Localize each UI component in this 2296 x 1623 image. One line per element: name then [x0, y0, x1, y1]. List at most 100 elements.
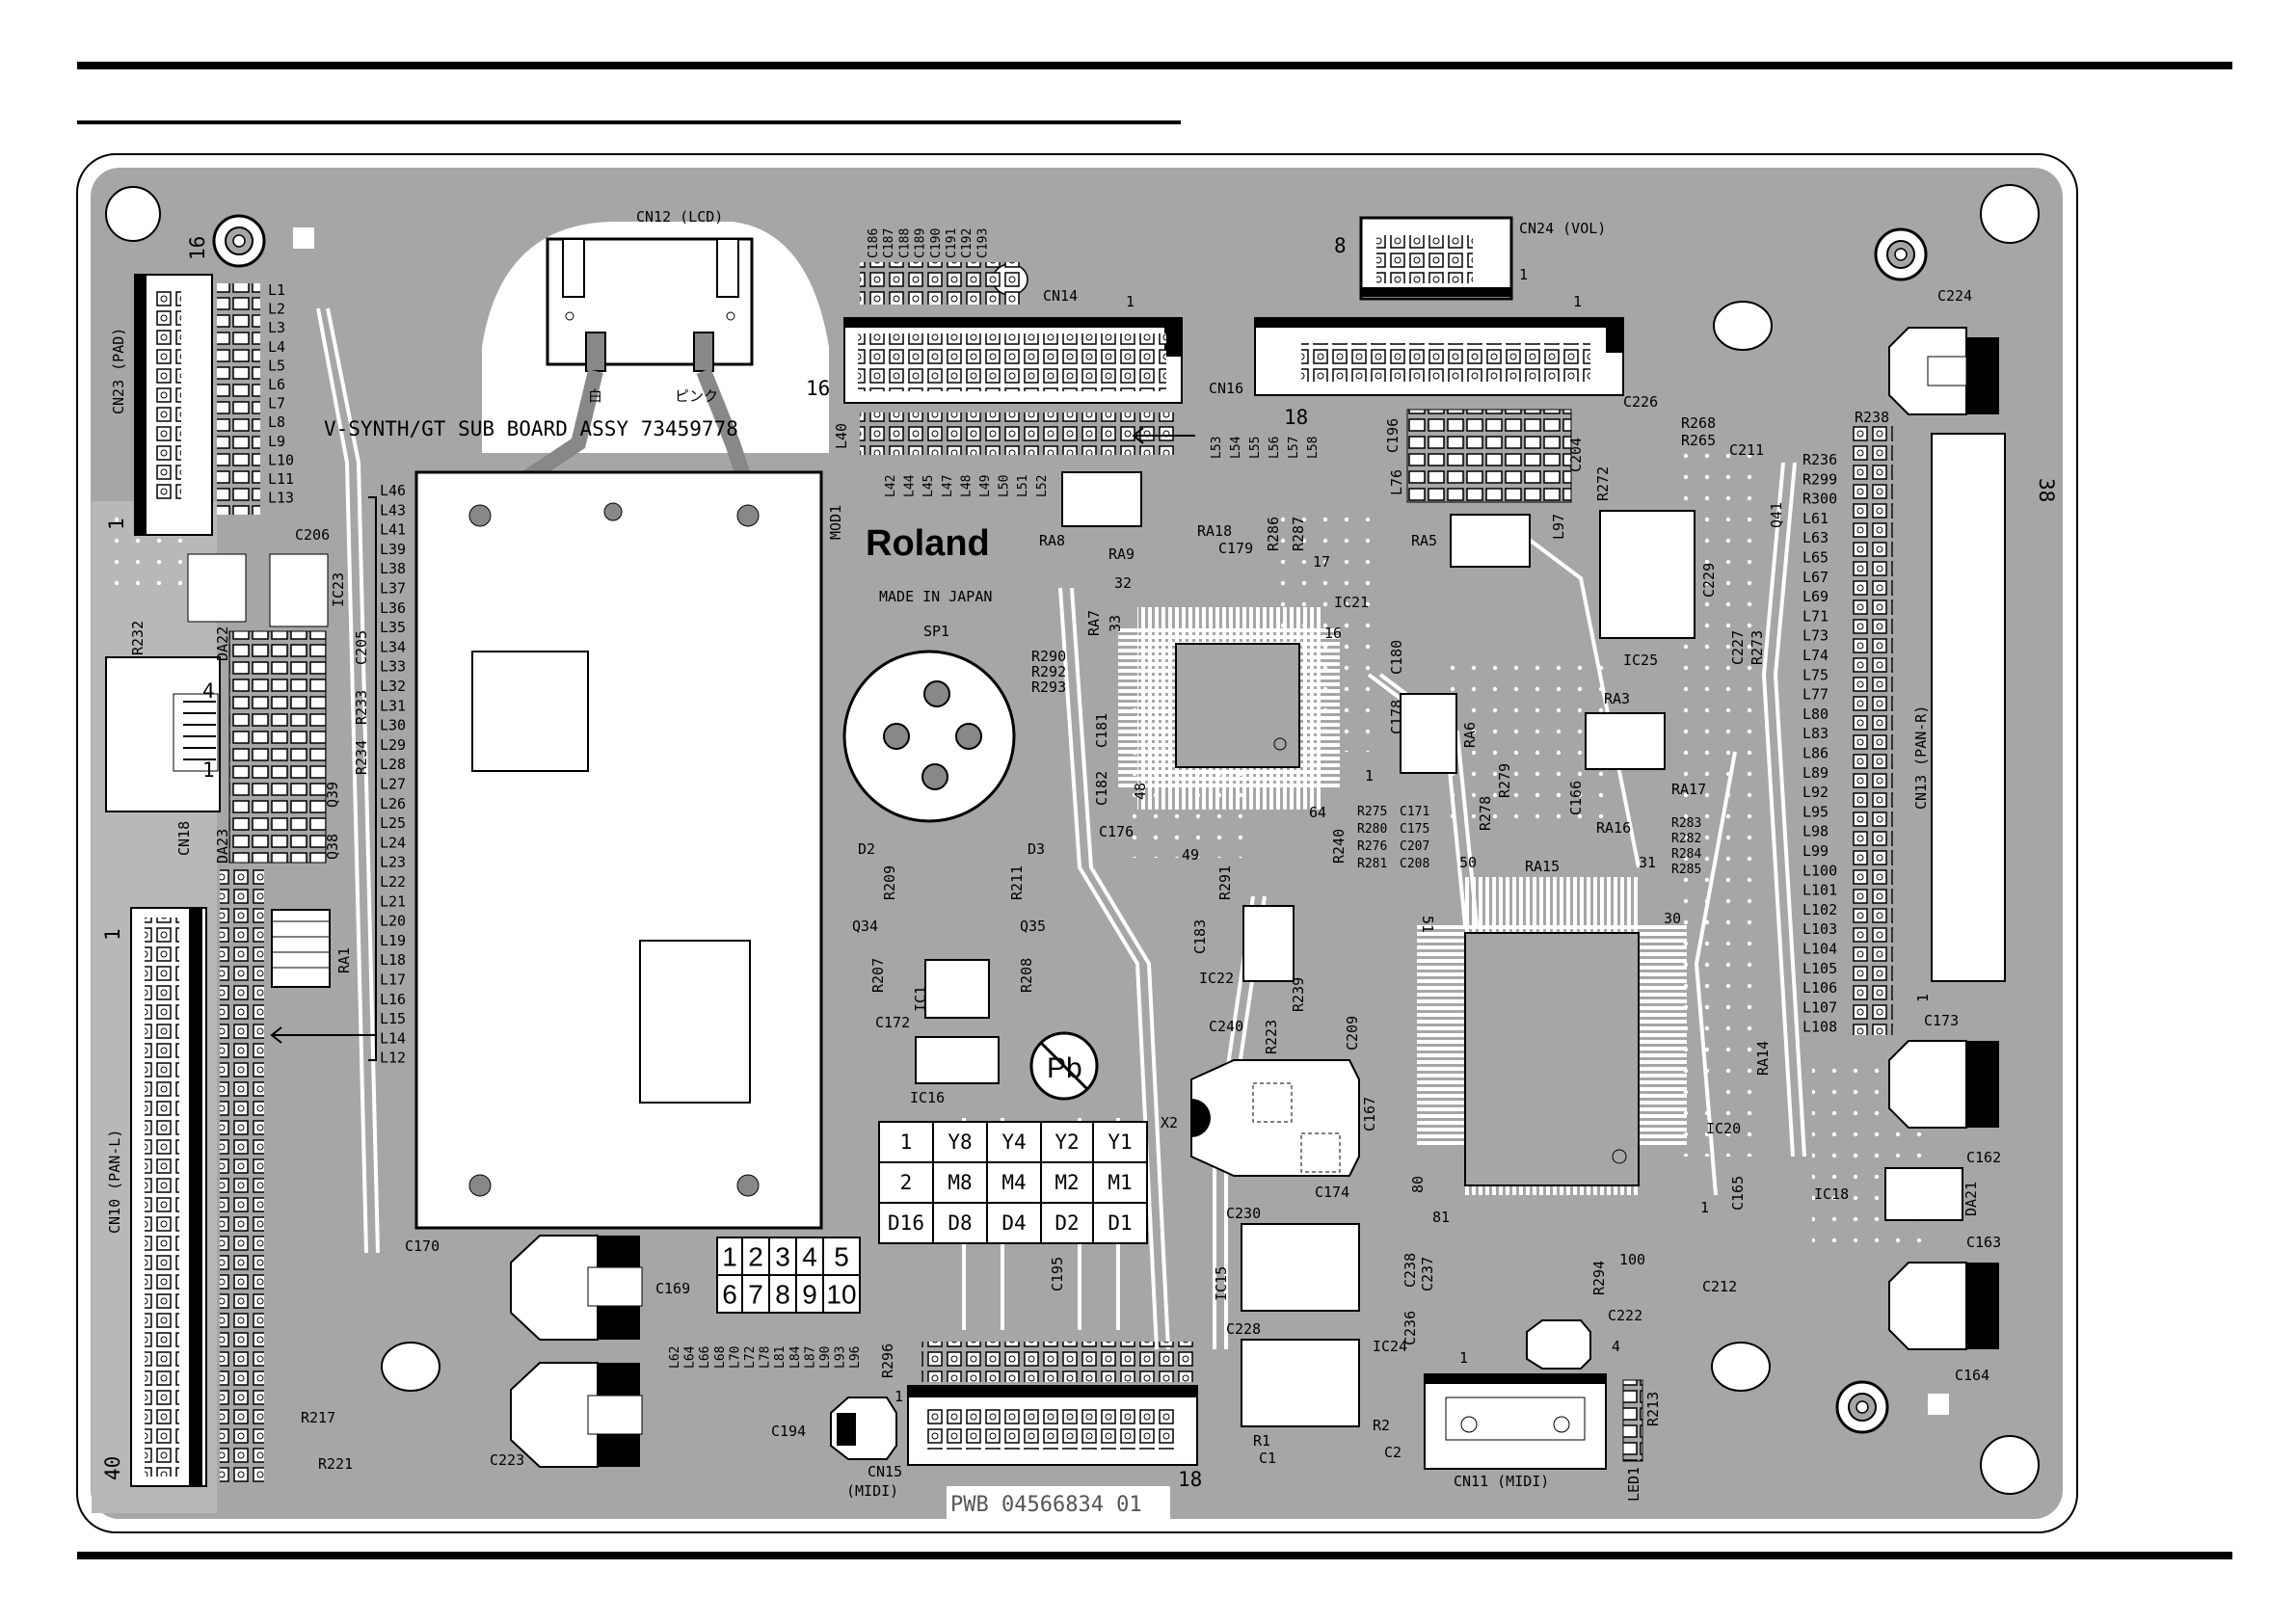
l-label: L26: [380, 795, 406, 812]
number-cell: 3: [775, 1242, 790, 1272]
made-in-label: MADE IN JAPAN: [879, 588, 992, 605]
ic21-pin49: 49: [1182, 846, 1199, 864]
bracket-left-column: [368, 496, 377, 1061]
c240-label: C240: [1209, 1018, 1243, 1035]
cn18-label: CN18: [175, 821, 193, 856]
l-label: L87: [803, 1346, 817, 1369]
cn12-wire-white: 白: [588, 387, 602, 405]
mod1-window-1: [471, 651, 589, 772]
r221-label: R221: [318, 1455, 353, 1473]
l-label: L52: [1035, 475, 1050, 497]
l-label: L28: [380, 756, 406, 773]
cn15-sub-label: (MIDI): [846, 1482, 898, 1500]
jumper-cell: D1: [1108, 1211, 1132, 1235]
cap-c223-footprint: [510, 1362, 643, 1468]
l-label: L30: [380, 717, 406, 734]
l-label: L36: [380, 599, 406, 617]
jumper-cell: D8: [948, 1211, 972, 1235]
l-label: L101: [1802, 882, 1837, 899]
r268-label: R268: [1681, 414, 1716, 432]
c209-label: C209: [1344, 1016, 1361, 1051]
c227-label: C227: [1729, 630, 1747, 665]
l-label: L86: [1802, 745, 1829, 762]
l-label: L35: [380, 619, 406, 636]
r278-label: R278: [1477, 796, 1494, 831]
l-label: L98: [1802, 823, 1829, 840]
l-label: L46: [380, 482, 406, 499]
brand-logo: Roland: [866, 523, 990, 564]
ic22-label: IC22: [1199, 970, 1234, 987]
r208-label: R208: [1018, 958, 1035, 993]
r239-label: R239: [1290, 977, 1307, 1012]
c175-label: C175: [1400, 822, 1429, 837]
l-label: L9: [268, 433, 285, 450]
r291-label: R291: [1216, 865, 1234, 900]
left-l-column-labels: L46L43L41L39L38L37L36L35L34L33L32L31L30L…: [380, 482, 406, 1067]
d3-label: D3: [1028, 840, 1045, 858]
cn14-connector: [843, 262, 1183, 455]
q35-label: Q35: [1020, 918, 1046, 935]
c170-label: C170: [405, 1237, 440, 1255]
l-label: L99: [1802, 842, 1829, 860]
ic20-pin31: 31: [1639, 854, 1656, 871]
l-label: L56: [1268, 437, 1282, 459]
l-label: L96: [848, 1346, 863, 1369]
ra3-label: RA3: [1604, 690, 1630, 707]
r294-label: R294: [1590, 1261, 1608, 1295]
cn11-pin4: 4: [1612, 1338, 1620, 1355]
cap-label: C190: [929, 228, 944, 258]
l-label: L29: [380, 736, 406, 754]
l-label: L54: [1229, 436, 1243, 459]
l-label: L12: [380, 1050, 406, 1067]
cap-c164-footprint: [1888, 1262, 1999, 1350]
fiducial-tl: [293, 227, 314, 249]
da22-label: DA22: [214, 626, 231, 661]
cn23-pin16: 16: [186, 236, 209, 260]
c162-label: C162: [1966, 1149, 2001, 1166]
l-label: L70: [728, 1346, 742, 1369]
cn18-connector: [105, 656, 221, 812]
r2-label: R2: [1373, 1417, 1390, 1434]
c176-label: C176: [1099, 823, 1134, 840]
ra3-array: [1585, 712, 1666, 770]
l-label: L51: [1016, 475, 1030, 497]
ic18-chip: [1884, 1167, 1963, 1221]
c224-label: C224: [1937, 287, 1972, 305]
top-rule-thin: [77, 120, 1181, 124]
cn16-pin1: 1: [1573, 293, 1582, 310]
c223-label: C223: [490, 1451, 524, 1469]
l-label: L61: [1802, 510, 1829, 527]
l-label: L37: [380, 580, 406, 598]
l-label: L53: [1210, 437, 1224, 459]
fiducial-br: [1928, 1394, 1949, 1415]
jumper-cell: M4: [1001, 1171, 1026, 1194]
c228-label: C228: [1226, 1320, 1261, 1338]
cap-label: C191: [945, 228, 959, 258]
cn12-connector: [487, 237, 760, 508]
number-cell: 10: [826, 1280, 856, 1310]
c207-label: C207: [1400, 839, 1429, 854]
l-label: L102: [1802, 901, 1837, 918]
cn15-pin1: 1: [894, 1388, 903, 1405]
l-label: L25: [380, 814, 406, 832]
ra15-label: RA15: [1525, 858, 1560, 875]
da23-label: DA23: [214, 829, 231, 864]
ic23-label: IC23: [330, 572, 347, 607]
cn10-label: CN10 (PAN-L): [106, 1130, 123, 1234]
cap-label: C189: [914, 228, 928, 258]
x2-crystal: [1190, 1059, 1360, 1177]
r211-label: R211: [1008, 865, 1026, 900]
r207-label: R207: [869, 958, 887, 993]
r238-label: R238: [1855, 409, 1889, 426]
l-label: L42: [884, 475, 898, 497]
ic22-chip: [1242, 905, 1295, 982]
cn18-pin1: 1: [202, 758, 215, 782]
ra17-label: RA17: [1671, 781, 1706, 798]
cn13-connector: [1849, 424, 2006, 1035]
cap-label: C186: [867, 228, 881, 258]
l-label: L90: [818, 1346, 833, 1369]
r280-label: R280: [1357, 822, 1387, 837]
l-label: L47: [941, 475, 955, 497]
x2-label: X2: [1161, 1114, 1178, 1131]
